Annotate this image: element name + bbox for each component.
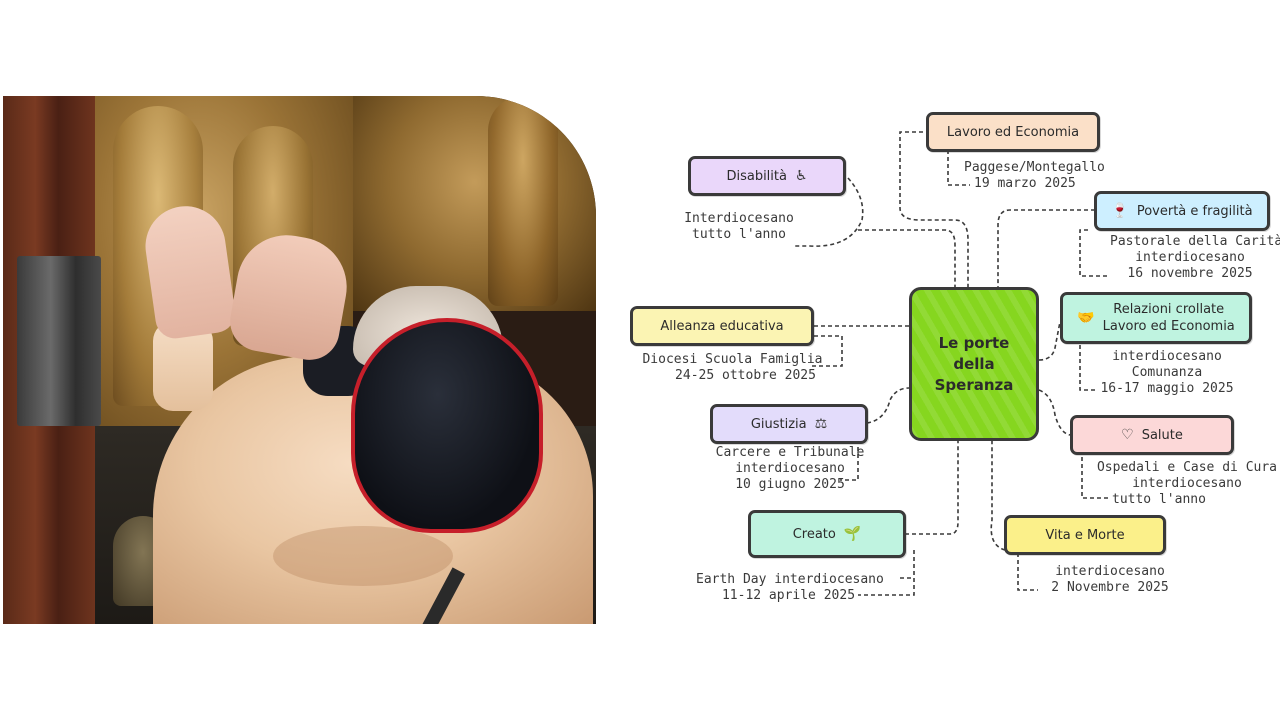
- note-line: interdiocesano: [1132, 476, 1242, 491]
- note-line: interdiocesano: [1135, 250, 1245, 265]
- gavel-icon: ⚖: [814, 416, 828, 432]
- node-label: Giustizia: [750, 416, 807, 432]
- note-line: Carcere e Tribunale: [715, 445, 865, 460]
- note-line: Diocesi Scuola Famiglia: [642, 352, 823, 367]
- heartbeat-icon: ♡: [1121, 427, 1134, 443]
- note-line: tutto l'anno: [1112, 492, 1206, 507]
- note-line: interdiocesano: [735, 461, 845, 476]
- note-line: 19 marzo 2025: [974, 176, 1076, 191]
- node-label: Disabilità: [726, 168, 787, 184]
- note-line: 24-25 ottobre 2025: [675, 368, 816, 383]
- handshake-icon: 🤝: [1077, 310, 1095, 326]
- mindmap: Le porte della Speranza Lavoro ed Econom…: [600, 90, 1280, 620]
- note-line: Paggese/Montegallo: [964, 160, 1105, 175]
- node-label: Salute: [1141, 427, 1183, 443]
- note-line: interdiocesano: [1112, 349, 1222, 364]
- glass-icon: 🍷: [1111, 203, 1129, 219]
- black-hat: [351, 318, 543, 533]
- node-salute: ♡ Salute: [1070, 415, 1234, 455]
- note-relazioni: interdiocesano Comunanza 16-17 maggio 20…: [1092, 349, 1242, 397]
- note-alleanza: Diocesi Scuola Famiglia 24-25 ottobre 20…: [630, 352, 835, 384]
- note-disabilita: Interdiocesano tutto l'anno: [684, 211, 794, 243]
- node-disabilita: Disabilità ♿: [688, 156, 846, 196]
- note-line: 10 giugno 2025: [735, 477, 845, 492]
- node-label: Creato: [792, 526, 836, 542]
- node-relazioni-crollate: 🤝 Relazioni crollate Lavoro ed Economia: [1060, 292, 1252, 344]
- node-vita-morte: Vita e Morte: [1004, 515, 1166, 555]
- node-giustizia: Giustizia ⚖: [710, 404, 868, 444]
- note-line: Ospedali e Case di Cura: [1096, 460, 1277, 475]
- node-lavoro-economia: Lavoro ed Economia: [926, 112, 1100, 152]
- node-label-line1: Relazioni crollate: [1113, 302, 1225, 317]
- node-label: Vita e Morte: [1045, 527, 1125, 543]
- wheelchair-icon: ♿: [794, 168, 808, 184]
- pilgrim-photo: [3, 96, 596, 624]
- note-line: 2 Novembre 2025: [1051, 580, 1169, 595]
- node-label: Lavoro ed Economia: [946, 124, 1080, 140]
- note-salute: Ospedali e Case di Cura interdiocesano t…: [1094, 460, 1280, 508]
- note-line: 16 novembre 2025: [1127, 266, 1253, 281]
- node-label-line2: Lavoro ed Economia: [1102, 319, 1235, 334]
- door-hinge: [17, 256, 101, 426]
- coat-fold: [273, 526, 453, 586]
- center-title-line3: Speranza: [934, 375, 1014, 394]
- central-node: Le porte della Speranza: [909, 287, 1039, 441]
- bronze-figure: [488, 96, 558, 306]
- note-line: Pastorale della Carità: [1110, 234, 1280, 249]
- note-giustizia: Carcere e Tribunale interdiocesano 10 gi…: [706, 445, 874, 493]
- note-line: tutto l'anno: [692, 227, 786, 242]
- center-title-line1: Le porte: [938, 333, 1010, 352]
- note-line: Comunanza: [1131, 365, 1203, 380]
- node-creato: Creato 🌱: [748, 510, 906, 558]
- node-poverta-fragilita: 🍷 Povertà e fragilità: [1094, 191, 1270, 231]
- note-vita: interdiocesano 2 Novembre 2025: [1040, 564, 1180, 596]
- note-line: Earth Day interdiocesano: [696, 572, 884, 587]
- plant-icon: 🌱: [843, 526, 862, 542]
- node-label: Povertà e fragilità: [1136, 203, 1253, 219]
- note-line: interdiocesano: [1055, 564, 1165, 579]
- node-label: Alleanza educativa: [660, 318, 784, 334]
- note-line: 16-17 maggio 2025: [1100, 381, 1234, 396]
- center-title-line2: della: [953, 354, 995, 373]
- note-lavoro: Paggese/Montegallo 19 marzo 2025: [964, 160, 1105, 192]
- bronze-panel-right: [353, 96, 596, 311]
- note-poverta: Pastorale della Carità interdiocesano 16…: [1110, 234, 1280, 282]
- note-creato: Earth Day interdiocesano 11-12 aprile 20…: [696, 572, 884, 604]
- node-alleanza-educativa: Alleanza educativa: [630, 306, 814, 346]
- note-line: Interdiocesano: [684, 211, 794, 226]
- connector-lines: [795, 131, 1110, 596]
- note-line: 11-12 aprile 2025: [721, 588, 856, 603]
